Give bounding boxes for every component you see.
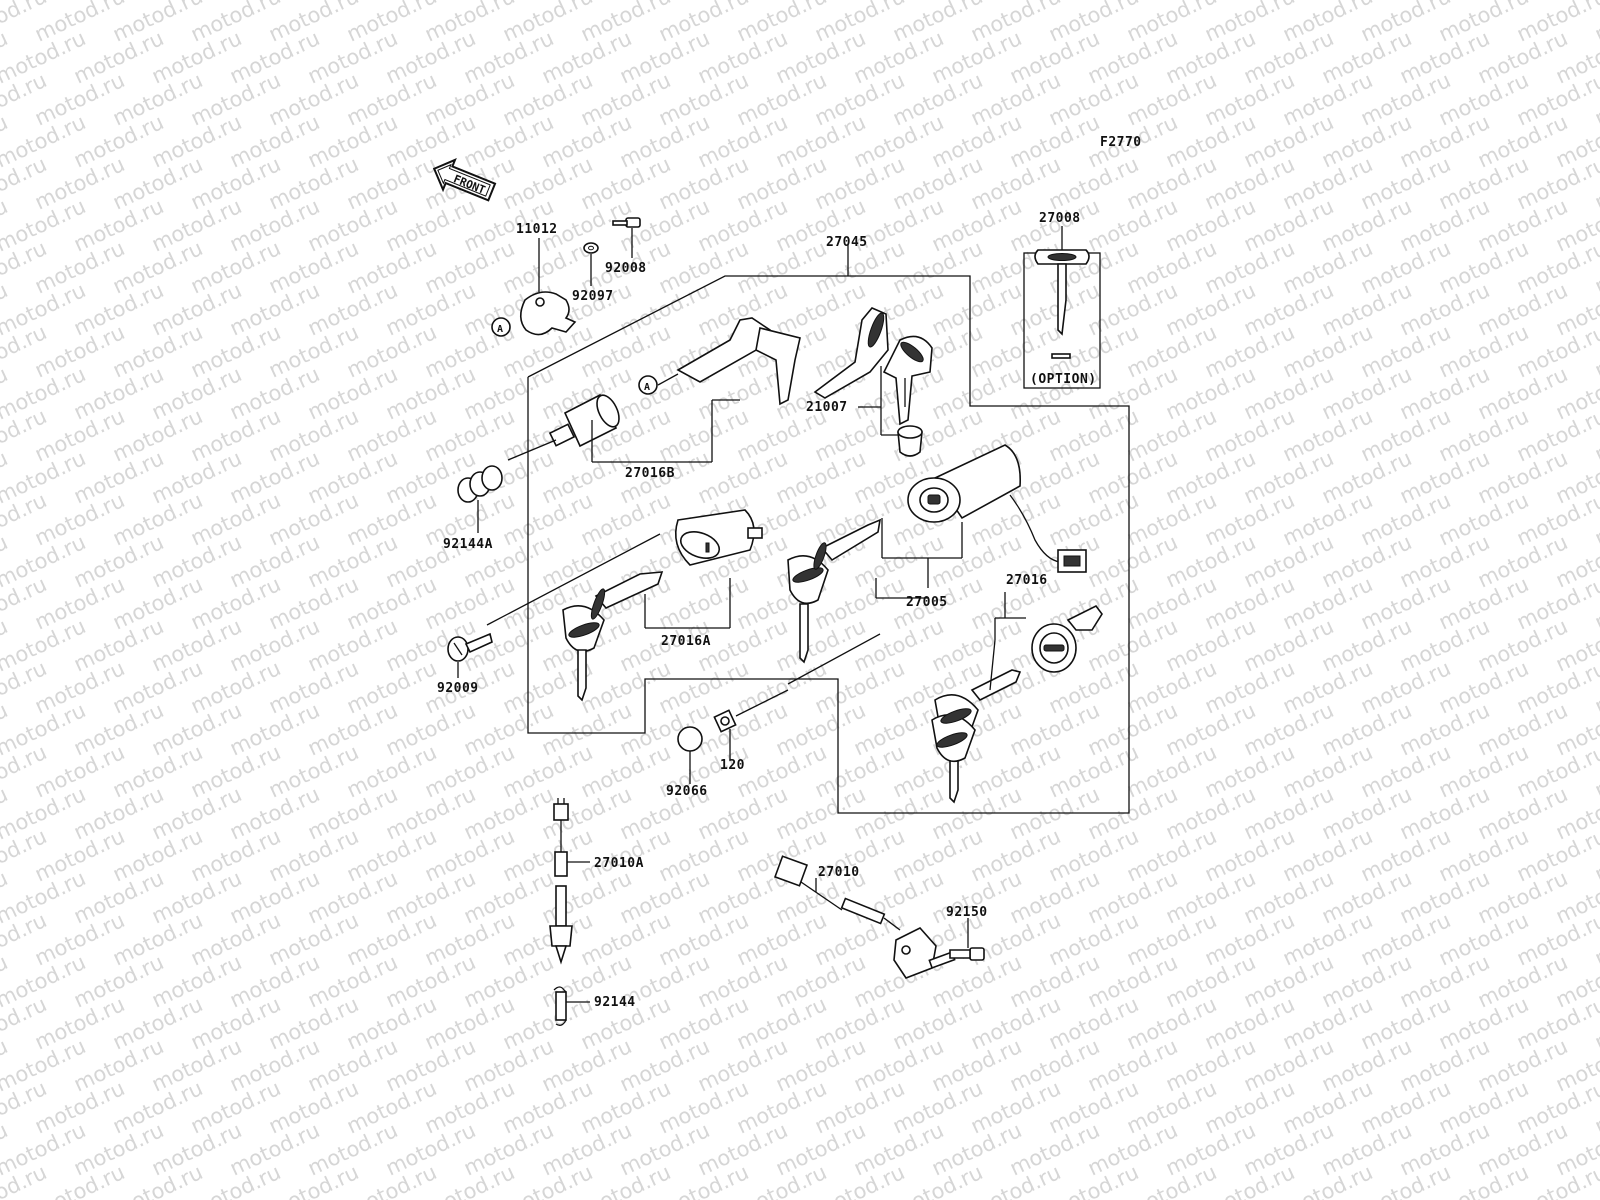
nut-120: [713, 689, 789, 760]
part-label-27010a: 27010A: [594, 856, 644, 871]
part-label-27010: 27010: [818, 865, 860, 880]
part-label-92150: 92150: [946, 905, 988, 920]
ref-mark-a-2: A: [638, 375, 658, 395]
part-label-92009: 92009: [437, 681, 479, 696]
part-label-11012: 11012: [516, 222, 558, 237]
springs-92144a: [457, 465, 503, 533]
part-label-21007: 21007: [806, 400, 848, 415]
figure-code: F2770: [1100, 135, 1142, 150]
svg-text:A: A: [644, 382, 650, 393]
part-label-27016: 27016: [1006, 573, 1048, 588]
svg-text:A: A: [497, 324, 503, 335]
bolt-92150: [949, 918, 985, 961]
seat-lock-27016a: [486, 509, 763, 702]
part-label-27045: 27045: [826, 235, 868, 250]
part-label-92008: 92008: [605, 261, 647, 276]
part-label-27016a: 27016A: [661, 634, 711, 649]
keys-21007: [813, 307, 933, 436]
group-outline-27045: [527, 275, 1130, 814]
screw-92009: [447, 632, 493, 678]
part-label-92066: 92066: [666, 784, 708, 799]
bolt-92008: [612, 217, 641, 258]
washer-92097: [583, 242, 599, 286]
cap-92066: [677, 726, 703, 784]
option-key-box-27008: (OPTION): [1023, 226, 1101, 389]
tank-lock-27016: [931, 592, 1103, 804]
ref-mark-a-1: A: [491, 317, 511, 337]
part-label-27008: 27008: [1039, 211, 1081, 226]
part-label-92144a: 92144A: [443, 537, 493, 552]
spring-92144: [553, 986, 590, 1026]
watermark-text: motod.ru: [1591, 0, 1600, 47]
switch-27010a: [549, 798, 590, 965]
switch-27010: [773, 855, 965, 979]
option-label: (OPTION): [1030, 372, 1097, 387]
part-label-92144: 92144: [594, 995, 636, 1010]
lock-plate-11012: [519, 238, 577, 336]
part-label-27016b: 27016B: [625, 466, 675, 481]
key-blank-27016b: [657, 317, 801, 406]
lock-cylinder-27016b: [507, 393, 740, 463]
ignition-switch-27005: [787, 444, 1087, 685]
part-label-92097: 92097: [572, 289, 614, 304]
front-arrow-icon: FRONT: [432, 158, 497, 202]
part-label-27005: 27005: [906, 595, 948, 610]
cap-21007: [897, 425, 923, 457]
part-label-120: 120: [720, 758, 745, 773]
